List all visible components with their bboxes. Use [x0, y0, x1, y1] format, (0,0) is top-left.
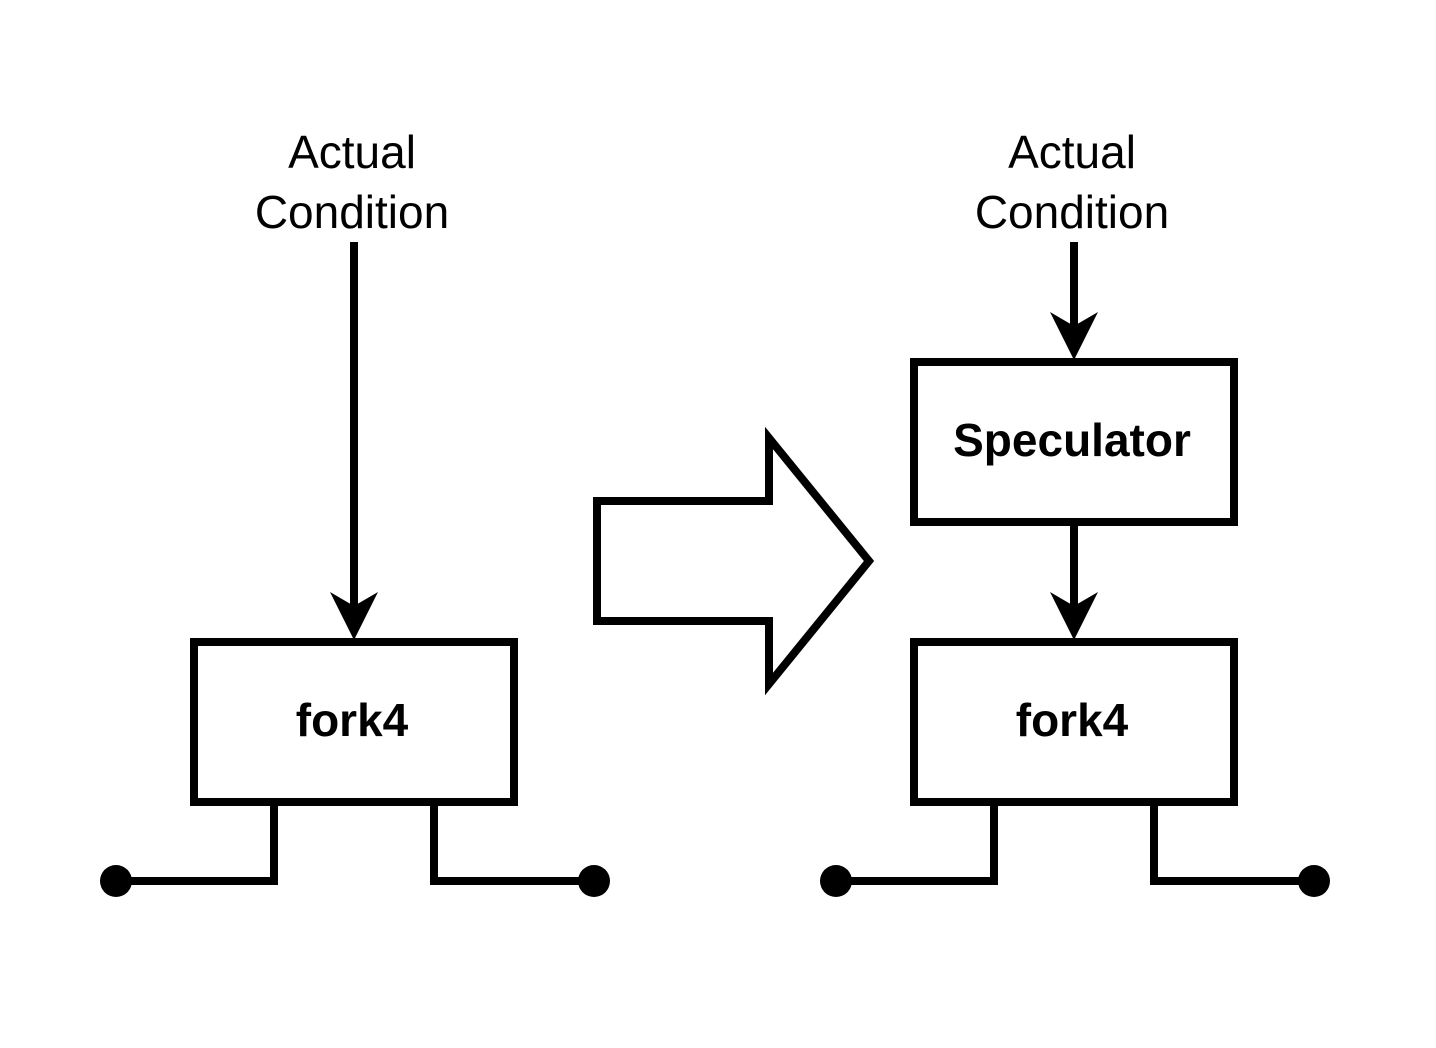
right-fork4-label: fork4 — [1016, 694, 1129, 746]
left-fork4-output-left-wire — [116, 802, 278, 885]
right-fork4-output-right-terminal — [1298, 865, 1330, 897]
speculator-label: Speculator — [953, 414, 1191, 466]
left-fork4-output-right-terminal — [578, 865, 610, 897]
left-condition-arrowhead — [330, 592, 378, 640]
right-condition-arrowhead — [1050, 312, 1098, 360]
right-condition-label-line2: Condition — [975, 186, 1169, 238]
right-fork4-box — [910, 638, 1238, 806]
left-condition-label-line2: Condition — [255, 186, 449, 238]
left-condition-label-line1: Actual — [288, 126, 416, 178]
right-fork4-output-right-wire — [1150, 802, 1314, 885]
left-fork4-output-right-wire — [430, 802, 594, 885]
left-fork4-label: fork4 — [296, 694, 409, 746]
right-fork4-output-left-wire — [836, 802, 998, 885]
left-fork4-output-left-terminal — [100, 865, 132, 897]
speculator-to-fork4-arrowhead — [1050, 592, 1098, 640]
transformation-arrow — [593, 426, 875, 696]
right-condition-label-line1: Actual — [1008, 126, 1136, 178]
right-fork4-output-left-terminal — [820, 865, 852, 897]
left-panel: Actual Condition fork4 — [100, 126, 610, 897]
right-panel: Actual Condition Speculator fork4 — [820, 126, 1330, 897]
left-fork4-box — [190, 638, 518, 806]
